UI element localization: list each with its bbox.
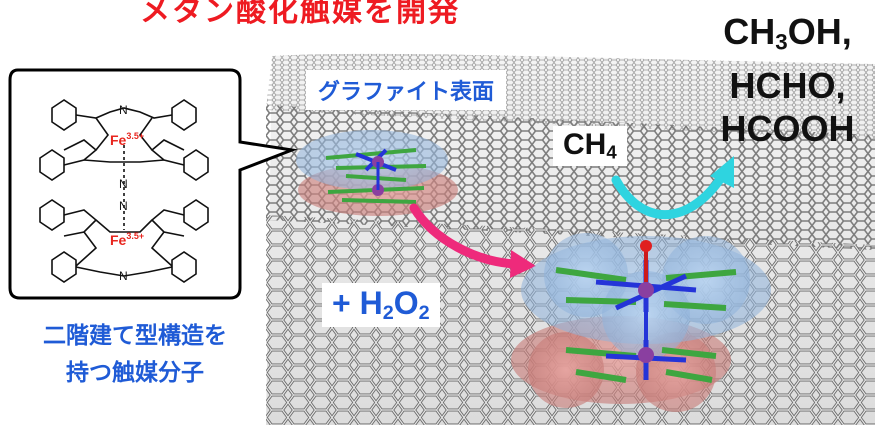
transfer-arrow xyxy=(409,203,521,269)
catalyst-caption: 二階建て型構造を 持つ触媒分子 xyxy=(43,323,227,386)
methane-label: CH4 xyxy=(553,126,627,166)
ring-atom-label: N xyxy=(119,103,128,117)
hydrogen-peroxide-label: + H2O2 xyxy=(322,283,440,327)
product-formic-acid: HCOOH xyxy=(720,107,855,149)
upper-phthalocyanine-ring xyxy=(39,99,209,181)
reaction-arrow xyxy=(611,173,726,219)
bridge-atom-label: N xyxy=(119,199,128,213)
fe-label-upper: Fe3.5+ xyxy=(110,131,144,148)
products-label: CH3OH, HCHO, HCOOH xyxy=(700,10,875,150)
product-formaldehyde: HCHO, xyxy=(729,64,846,106)
structure-speech-bubble: N N N N Fe3.5+ Fe3.5+ xyxy=(8,68,298,300)
graphite-surface-scene xyxy=(266,50,875,425)
bridge-atom-label: N xyxy=(119,177,128,191)
graphite-surface-label: グラファイト表面 xyxy=(306,70,507,110)
small-catalyst-molecule xyxy=(296,130,458,216)
ring-atom-label: N xyxy=(119,269,128,283)
product-methanol: CH3OH, xyxy=(723,11,852,55)
lower-phthalocyanine-ring xyxy=(39,199,209,283)
page-title: メタン酸化触媒を開発 xyxy=(140,0,460,29)
large-catalyst-molecule xyxy=(511,233,771,412)
fe-label-lower: Fe3.5+ xyxy=(110,231,144,248)
